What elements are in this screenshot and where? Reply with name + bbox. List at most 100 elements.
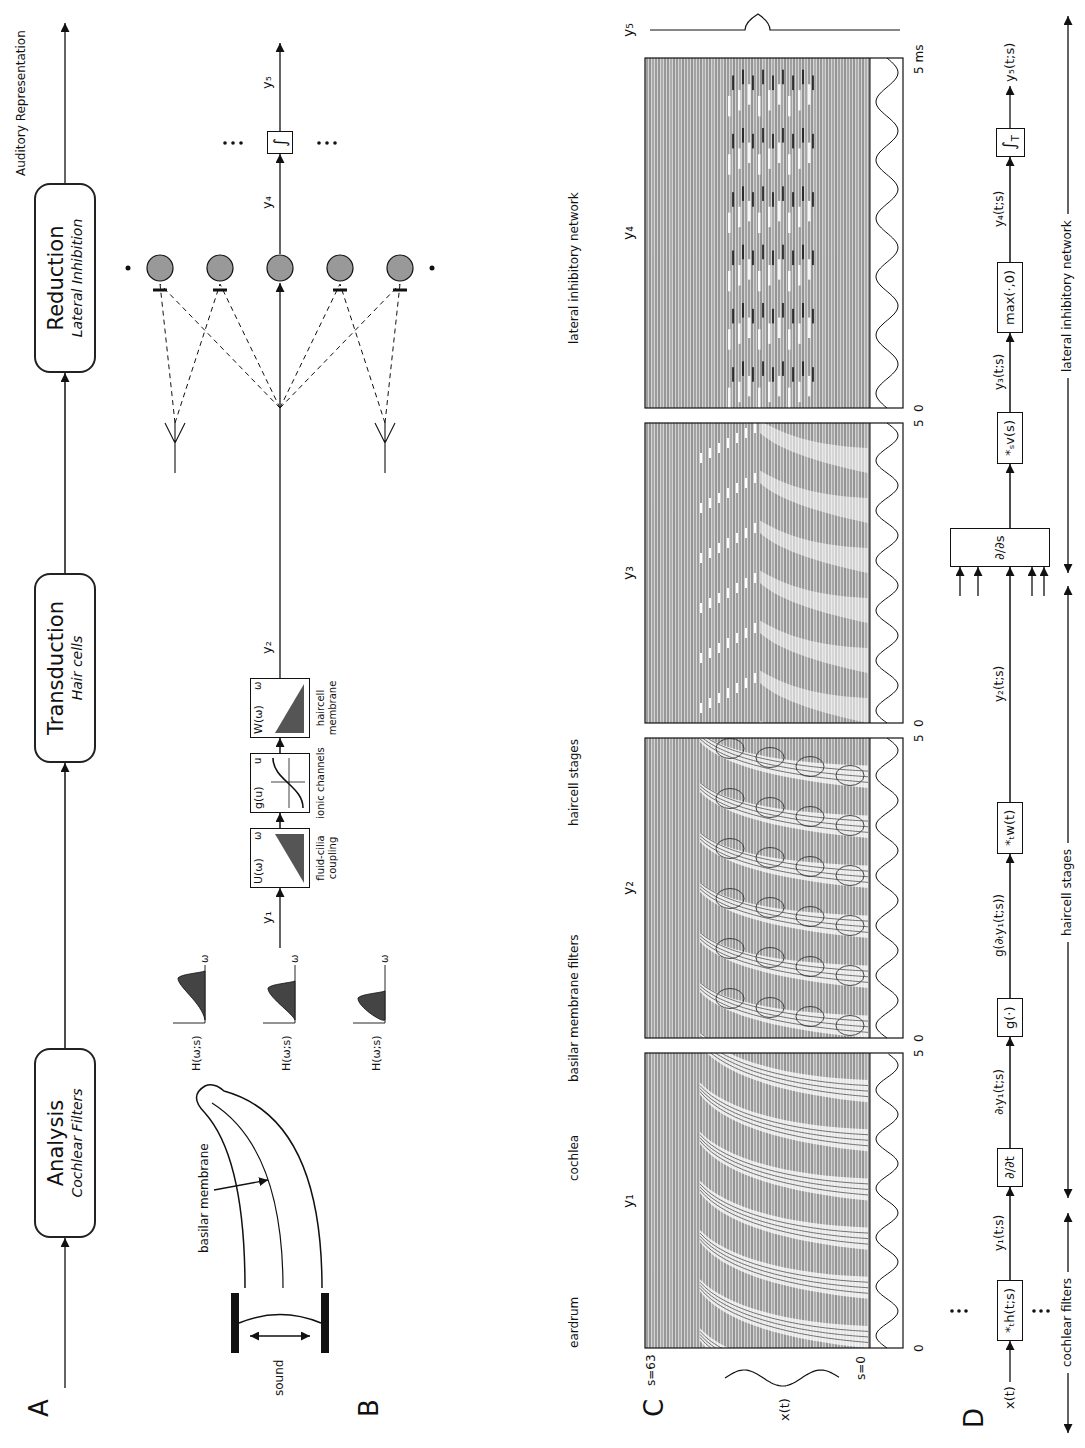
channel-trace xyxy=(695,738,696,1038)
wave-fleck xyxy=(745,478,747,488)
channel-trace xyxy=(818,58,819,408)
wave-loop xyxy=(716,739,744,759)
wave-fleck xyxy=(700,453,702,463)
stage-caption: haircell membrane xyxy=(315,672,338,744)
wave-fleck xyxy=(700,553,702,563)
tick-label: 0 xyxy=(913,1344,927,1352)
axis-label: ω xyxy=(289,955,301,963)
channel-trace xyxy=(653,1053,654,1348)
streak xyxy=(728,388,731,408)
wave-fleck xyxy=(718,443,720,453)
filter-response xyxy=(268,981,295,1020)
continuation-dot xyxy=(333,141,337,145)
channel-trace xyxy=(776,423,777,723)
channel-trace xyxy=(818,1053,819,1348)
wave-hatch xyxy=(700,983,868,1022)
channel-trace xyxy=(788,1053,789,1348)
channel-trace xyxy=(818,423,819,723)
channel-trace xyxy=(776,738,777,1038)
wave-hatch xyxy=(700,986,868,1027)
plot-axis xyxy=(263,965,295,1023)
wave-hatch xyxy=(700,836,868,877)
streak xyxy=(792,192,794,207)
sigmoid-curve xyxy=(273,758,303,808)
axis-label: s=63 xyxy=(645,1354,659,1386)
wave-hatch xyxy=(700,1053,868,1091)
channel-trace xyxy=(815,1053,816,1348)
channel-trace xyxy=(869,423,870,723)
filter-name: H(ω;s) xyxy=(191,1035,204,1071)
channel-trace xyxy=(806,738,807,1038)
channel-trace xyxy=(656,738,657,1038)
channel-trace xyxy=(809,58,810,408)
neuron xyxy=(387,255,413,281)
channel-trace xyxy=(851,58,852,408)
channel-trace xyxy=(749,1053,750,1348)
channel-trace xyxy=(767,738,768,1038)
channel-trace xyxy=(677,738,678,1038)
streak xyxy=(748,84,751,104)
channel-trace xyxy=(674,58,675,408)
wave-hatch xyxy=(700,1239,868,1293)
channel-trace xyxy=(653,423,654,723)
channel-trace xyxy=(746,423,747,723)
wave-band xyxy=(700,982,868,1038)
basilar-membrane xyxy=(212,1103,283,1288)
streak xyxy=(778,84,781,104)
channel-trace xyxy=(674,1053,675,1348)
tick-label: 0 xyxy=(913,1034,927,1042)
streak xyxy=(798,207,801,227)
wave-fleck xyxy=(709,598,711,608)
channel-trace xyxy=(779,423,780,723)
wave-hatch xyxy=(700,1053,868,1086)
axis-label: s=0 xyxy=(855,1356,869,1380)
signal-arrow xyxy=(1067,16,1068,214)
wave-loop xyxy=(756,798,784,818)
streak xyxy=(812,309,814,324)
channel-trace xyxy=(794,58,795,408)
channel-trace xyxy=(833,423,834,723)
continuation-dot xyxy=(964,1309,968,1313)
inhibitory-synapse xyxy=(213,289,227,292)
stimulus-wave xyxy=(876,58,898,408)
signal-arrow xyxy=(279,283,280,678)
channel-trace xyxy=(752,738,753,1038)
signal-name: y₅ xyxy=(260,76,275,89)
stage-subtitle: Lateral Inhibition xyxy=(69,203,86,353)
streak xyxy=(748,143,751,163)
axis-label: u xyxy=(252,758,264,764)
streak xyxy=(788,271,791,291)
signal-name: y₅(t;s) xyxy=(1003,43,1018,82)
wave-fleck xyxy=(709,648,711,658)
wave-hatch xyxy=(700,889,868,933)
channel-trace xyxy=(839,423,840,723)
tick-label: 0 xyxy=(913,404,927,412)
connector xyxy=(1009,567,1011,802)
streak xyxy=(772,192,774,207)
wave-loop xyxy=(796,957,824,977)
axis-label: ω xyxy=(199,955,211,963)
filter-name: H(ω;s) xyxy=(371,1035,384,1071)
axis-label: ω xyxy=(252,832,264,840)
channel-trace xyxy=(737,738,738,1038)
lateral-projection xyxy=(220,284,280,408)
channel-trace xyxy=(710,58,711,408)
channel-trace xyxy=(773,1053,774,1348)
wave-band xyxy=(700,782,868,838)
wave-fleck xyxy=(754,573,756,583)
channel-trace xyxy=(857,58,858,408)
part-name: haircell stages xyxy=(568,739,582,826)
wave-fleck xyxy=(745,578,747,588)
channel-trace xyxy=(719,423,720,723)
operator-box: ∂/∂t xyxy=(997,1148,1023,1187)
connector xyxy=(1009,1187,1011,1280)
streak xyxy=(812,367,814,382)
channel-trace xyxy=(665,1053,666,1348)
streak xyxy=(738,265,741,285)
channel-trace xyxy=(662,1053,663,1348)
integrator-box: ∫T xyxy=(996,128,1025,157)
channel-trace xyxy=(779,738,780,1038)
channel-trace xyxy=(860,58,861,408)
wave-hatch xyxy=(700,886,868,927)
panel-title: y₅ xyxy=(620,23,636,37)
